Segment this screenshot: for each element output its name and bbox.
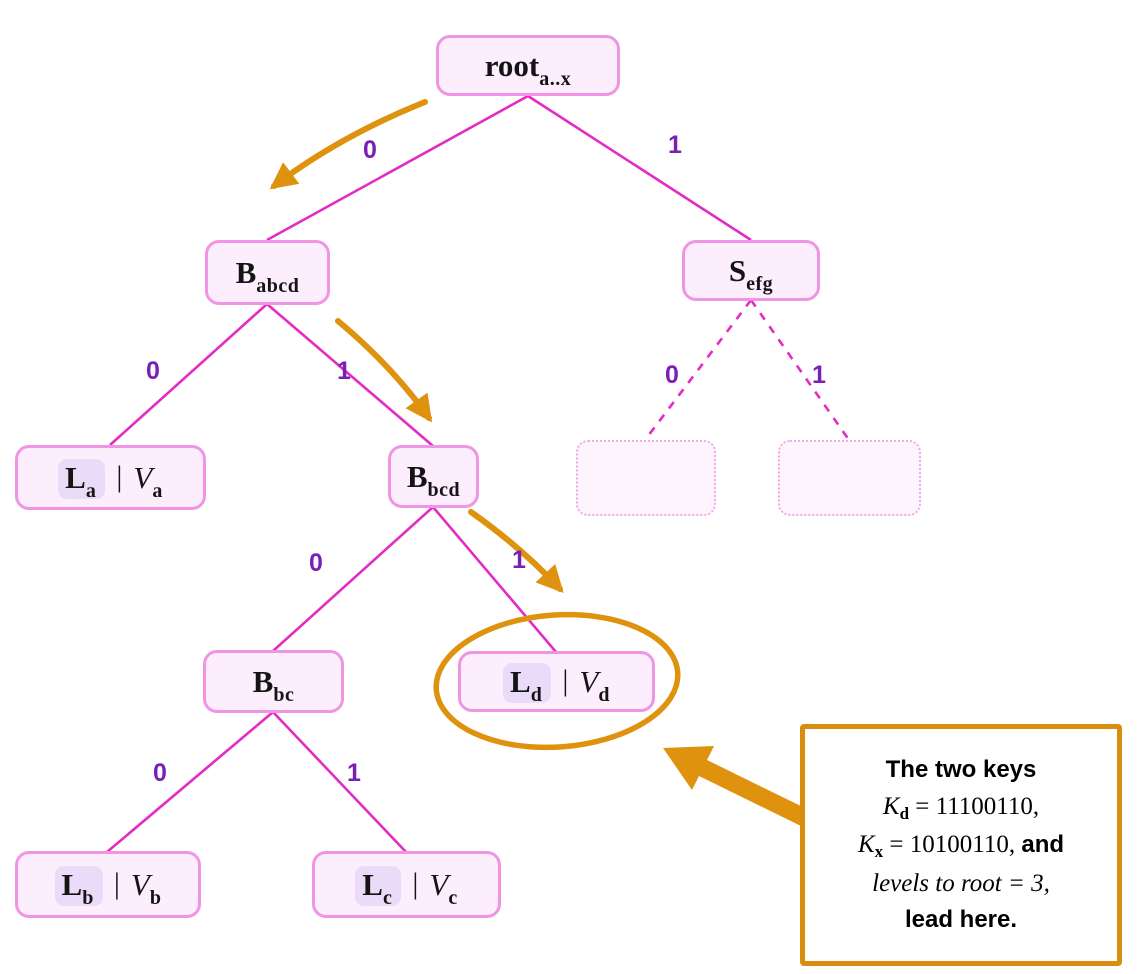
edge-bbcd-leafd xyxy=(432,506,557,653)
node-leaf-d-label: Ld|Vd xyxy=(503,662,610,706)
edge-sefg-left-dashed xyxy=(643,299,753,441)
node-leaf-b: Lb|Vb xyxy=(15,851,201,918)
annotation-box: The two keys Kd = 11100110, Kx = 1010011… xyxy=(800,724,1122,966)
node-root: roota..x xyxy=(436,35,620,96)
edge-root-babcd xyxy=(266,94,529,242)
leaf-separator: | xyxy=(412,866,419,900)
edge-label: 0 xyxy=(363,136,377,164)
node-b-bcd: Bbcd xyxy=(388,445,479,508)
traversal-arrow-1 xyxy=(269,99,428,190)
node-b-abcd-label: Babcd xyxy=(235,254,300,297)
node-b-bcd-subscript: bcd xyxy=(427,478,461,501)
traversal-arrow-2 xyxy=(335,318,433,423)
node-b-bcd-label: Bbcd xyxy=(406,458,461,501)
annotation-line-3: Kx = 10100110, and xyxy=(857,831,1065,862)
placeholder-node-right xyxy=(778,440,921,516)
edge-sefg-right-dashed xyxy=(749,299,851,441)
edge-bbc-leafb xyxy=(106,711,274,853)
traversal-arrows xyxy=(269,99,564,593)
edge-label: 1 xyxy=(337,357,351,385)
callout-arrow xyxy=(663,746,809,826)
edge-label: 0 xyxy=(309,549,323,577)
edge-label: 1 xyxy=(668,131,682,159)
leaf-separator: | xyxy=(116,459,123,493)
edge-babcd-leafa xyxy=(109,303,268,446)
node-b-bc-label: Bbc xyxy=(252,663,295,706)
leaf-separator: | xyxy=(113,866,120,900)
edge-label: 0 xyxy=(153,759,167,787)
node-s-efg-subscript: efg xyxy=(746,272,774,295)
annotation-line-5: lead here. xyxy=(904,906,1018,934)
edge-root-sefg xyxy=(527,94,752,242)
node-leaf-c: Lc|Vc xyxy=(312,851,501,918)
node-leaf-d: Ld|Vd xyxy=(458,651,655,712)
placeholder-node-left xyxy=(576,440,716,516)
node-leaf-b-label: Lb|Vb xyxy=(54,865,162,909)
edge-bbcd-bbc xyxy=(272,506,434,652)
edge-label: 1 xyxy=(512,546,526,574)
node-leaf-a-label: La|Va xyxy=(58,458,163,502)
node-b-abcd-subscript: abcd xyxy=(256,274,300,297)
node-leaf-a: La|Va xyxy=(15,445,206,510)
node-root-subscript: a..x xyxy=(539,67,572,90)
node-b-bc-subscript: bc xyxy=(273,683,295,706)
node-s-efg: Sefg xyxy=(682,240,820,301)
node-root-label: roota..x xyxy=(484,47,572,90)
node-b-abcd: Babcd xyxy=(205,240,330,305)
leaf-separator: | xyxy=(562,663,569,697)
annotation-line-4: levels to root = 3, xyxy=(872,869,1050,897)
annotation-line-1: The two keys xyxy=(885,755,1037,783)
leaf-key-highlight: Lc xyxy=(355,865,402,909)
leaf-key-highlight: Lb xyxy=(54,865,103,909)
leaf-key-highlight: La xyxy=(58,458,106,502)
edge-label: 1 xyxy=(812,361,826,389)
node-leaf-c-label: Lc|Vc xyxy=(355,865,457,909)
edge-bbc-leafc xyxy=(272,711,407,853)
node-s-efg-label: Sefg xyxy=(728,252,774,295)
node-b-bc: Bbc xyxy=(203,650,344,713)
edge-label: 1 xyxy=(347,759,361,787)
leaf-key-highlight: Ld xyxy=(503,662,552,706)
edge-label: 0 xyxy=(146,357,160,385)
edge-label: 0 xyxy=(665,361,679,389)
annotation-line-2: Kd = 11100110, xyxy=(882,792,1040,823)
